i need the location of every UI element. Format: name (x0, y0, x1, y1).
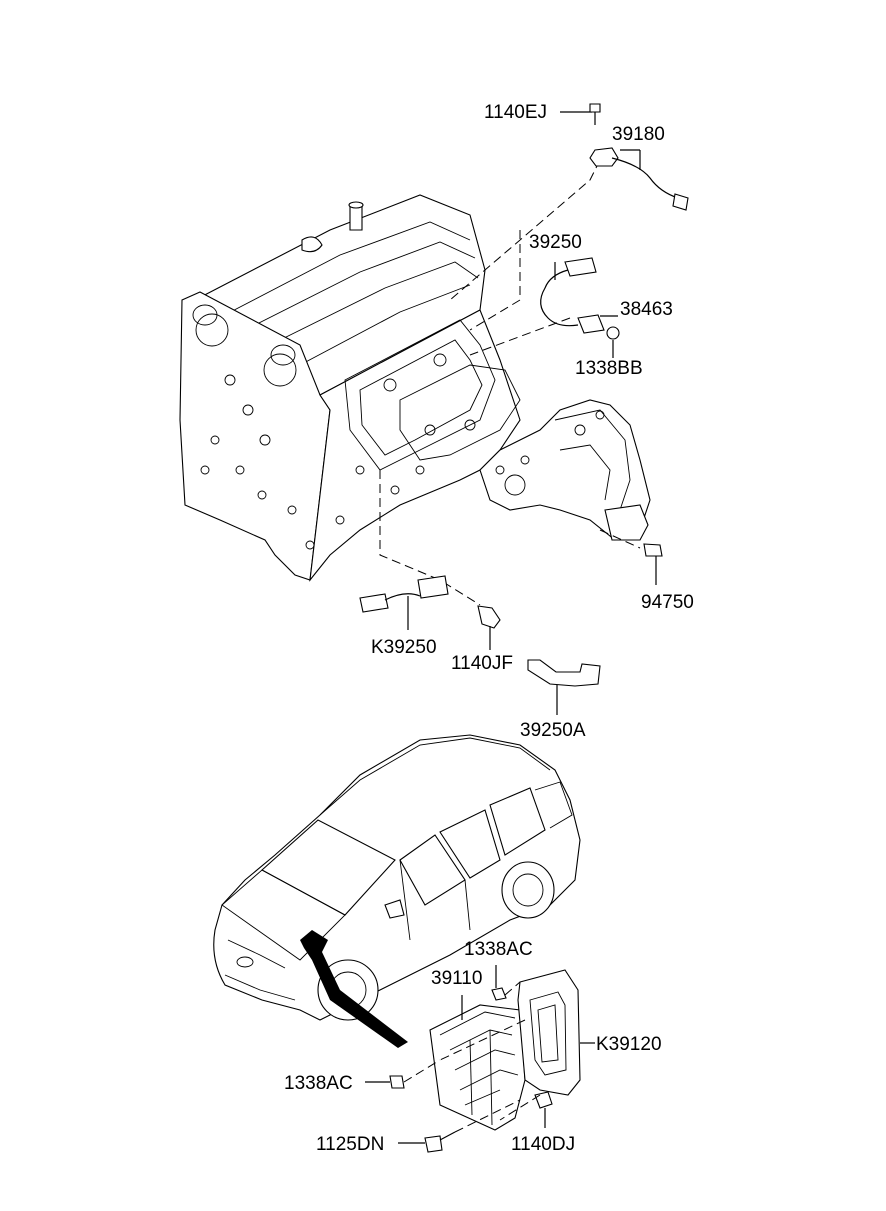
ecu-module-icon (429, 995, 526, 1131)
part-label-1140dj: 1140DJ (511, 1134, 576, 1155)
bolt-1140jf-icon (477, 605, 501, 650)
sensor-38463-icon (577, 314, 618, 334)
part-label-1140jf: 1140JF (451, 653, 513, 674)
nut-1338bb-icon (606, 326, 620, 358)
part-label-1125dn: 1125DN (316, 1134, 385, 1155)
part-label-94750: 94750 (641, 592, 694, 613)
part-label-39250: 39250 (529, 232, 582, 253)
sensor-94750-icon (643, 543, 663, 585)
sensor-39250-icon (540, 257, 597, 327)
minivan-icon (213, 734, 581, 1048)
part-label-38463: 38463 (620, 299, 673, 320)
part-label-1338bb: 1338BB (575, 358, 643, 379)
bracket-39250a-icon (527, 659, 601, 715)
nut-1338ac-left-icon (365, 1075, 405, 1089)
knock-sensor-39180-icon (589, 147, 689, 211)
part-label-39180: 39180 (612, 124, 665, 145)
engine-block-icon (179, 194, 521, 582)
part-label-39110: 39110 (431, 968, 483, 989)
part-label-k39250: K39250 (371, 637, 437, 658)
bolt-1140dj-icon (534, 1091, 553, 1128)
bolt-1140ej-icon (560, 103, 601, 125)
manifold-assembly-icon (479, 399, 651, 541)
screw-1125dn-icon (398, 1131, 456, 1153)
part-label-k39120: K39120 (596, 1034, 662, 1055)
part-label-1140ej: 1140EJ (484, 102, 548, 123)
nut-1338ac-top-icon (491, 965, 507, 1001)
part-label-39250a: 39250A (520, 720, 586, 741)
part-label-1338ac-top: 1338AC (464, 939, 533, 960)
sensor-k39250-icon (359, 575, 449, 630)
ecu-bracket-icon (517, 969, 595, 1096)
part-label-1338ac-left: 1338AC (284, 1073, 353, 1094)
